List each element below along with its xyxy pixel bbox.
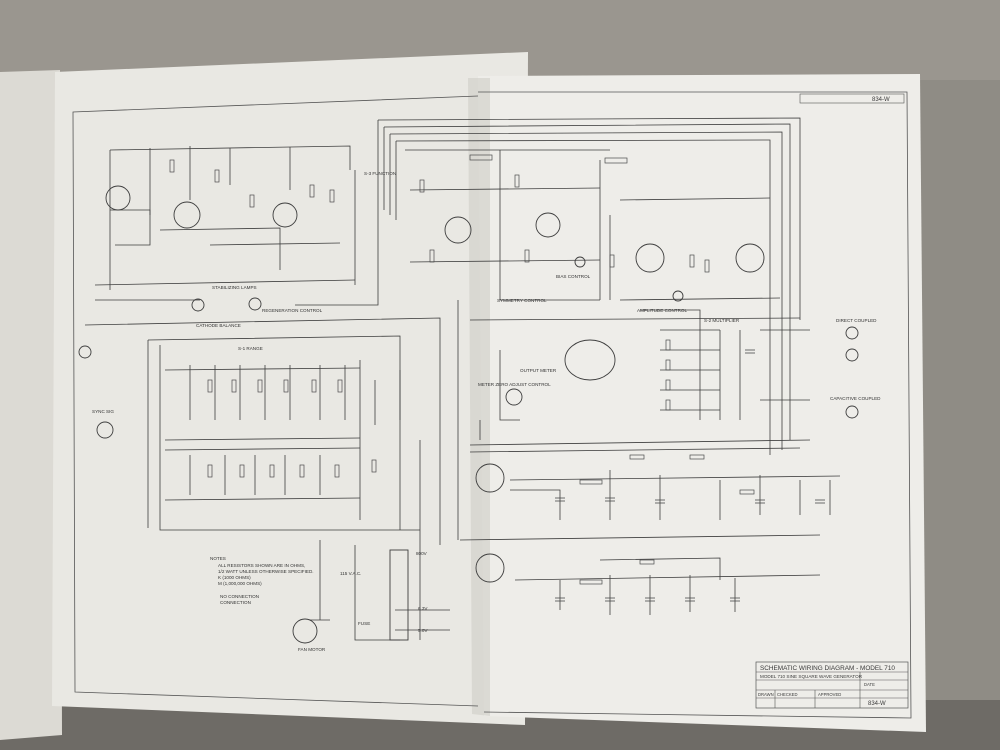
schematic-labels: AMPLITUDE CONTROL S-2 MULTIPLIER DIRECT … [92, 171, 881, 652]
label-volt-6: 6.3V [418, 606, 428, 611]
title-block-date: DATE [864, 682, 875, 687]
tube-v7-icon [735, 243, 765, 273]
label-output-meter: OUTPUT METER [520, 368, 557, 373]
capacitor-symbols [555, 349, 825, 602]
jack-capacitive-icon [845, 405, 859, 419]
jack-direct-2-icon [845, 348, 859, 362]
title-block-checked: CHECKED [777, 692, 797, 697]
amplitude-pot-icon [672, 290, 684, 302]
label-direct-coupled: DIRECT COUPLED [836, 318, 877, 323]
under-page-left [0, 70, 62, 740]
label-volt-5: 5.0V [418, 628, 428, 633]
label-fan-motor: FAN MOTOR [298, 647, 326, 652]
sync-jack-icon [96, 421, 114, 439]
transformer-icon [389, 549, 409, 641]
connection-note-2: CONNECTION [220, 600, 251, 605]
note-1: ALL RESISTORS SHOWN ARE IN OHMS, [218, 563, 305, 568]
label-s3-function: S-3 FUNCTION [364, 171, 396, 176]
title-block: SCHEMATIC WIRING DIAGRAM - MODEL 710 MOD… [755, 661, 909, 709]
gutter-shadow [468, 78, 490, 716]
tube-v10-icon [475, 553, 505, 583]
connection-note-1: NO CONNECTION [220, 594, 259, 599]
jack-direct-icon [845, 326, 859, 340]
top-right-label: 834-W [872, 97, 890, 103]
jack-left-1-icon [78, 345, 92, 359]
label-volt-115: 115 V.A.C. [340, 571, 361, 576]
notes-block: NOTES ALL RESISTORS SHOWN ARE IN OHMS, 1… [210, 556, 314, 605]
note-2: 1/2 WATT UNLESS OTHERWISE SPECIFIED. [218, 569, 314, 574]
meter-icon [505, 388, 523, 406]
label-meter-zero-adjust: METER ZERO ADJUST CONTROL [478, 382, 551, 387]
label-amplitude-control: AMPLITUDE CONTROL [637, 308, 687, 313]
title-block-model: MODEL 710 SINE SQUARE WAVE GENERATOR [760, 674, 863, 679]
tube-v2-icon [173, 201, 201, 229]
label-sync-sig: SYNC SIG [92, 409, 114, 414]
tube-v4-icon [444, 216, 472, 244]
label-range: S-1 RANGE [238, 346, 263, 351]
notes-title: NOTES [210, 556, 226, 561]
tube-v5-icon [535, 212, 561, 238]
tube-v8-icon [564, 339, 616, 381]
title-block-approved: APPROVED [818, 692, 841, 697]
tube-v9-icon [475, 463, 505, 493]
lamp-icon [191, 298, 205, 312]
label-bias-control: BIAS CONTROL [556, 274, 591, 279]
title-block-drawn: DRAWN [758, 692, 774, 697]
bias-pot-icon [574, 256, 586, 268]
label-volt-800: 800V [416, 551, 428, 556]
page-frame [72, 91, 912, 719]
label-cathode-balance: CATHODE BALANCE [196, 323, 241, 328]
label-symmetry-control: SYMMETRY CONTROL [497, 298, 547, 303]
title-block-title: SCHEMATIC WIRING DIAGRAM - MODEL 710 [760, 665, 895, 672]
tube-v1-icon [105, 185, 131, 211]
tube-v3-icon [272, 202, 298, 228]
regen-pot-icon [248, 297, 262, 311]
wiring [84, 117, 841, 641]
note-3: K (1000 OHMS) [218, 575, 251, 580]
vacuum-tubes [105, 185, 765, 583]
label-multiplier: S-2 MULTIPLIER [704, 318, 740, 323]
right-page [478, 74, 926, 732]
title-block-drawing-number: 834-W [868, 701, 886, 707]
label-capacitive-coupled: CAPACITIVE COUPLED [830, 396, 881, 401]
tube-v6-icon [635, 243, 665, 273]
note-4: M (1,000,000 OHMS) [218, 581, 262, 586]
label-stabilizing-lamps: STABILIZING LAMPS [212, 285, 257, 290]
top-label-box [799, 93, 905, 104]
fan-motor-icon [292, 618, 318, 644]
resistor-symbols [169, 154, 755, 585]
label-fuse: FUSE [358, 621, 370, 626]
components [78, 256, 859, 644]
label-regeneration-control: REGENERATION CONTROL [262, 308, 323, 313]
